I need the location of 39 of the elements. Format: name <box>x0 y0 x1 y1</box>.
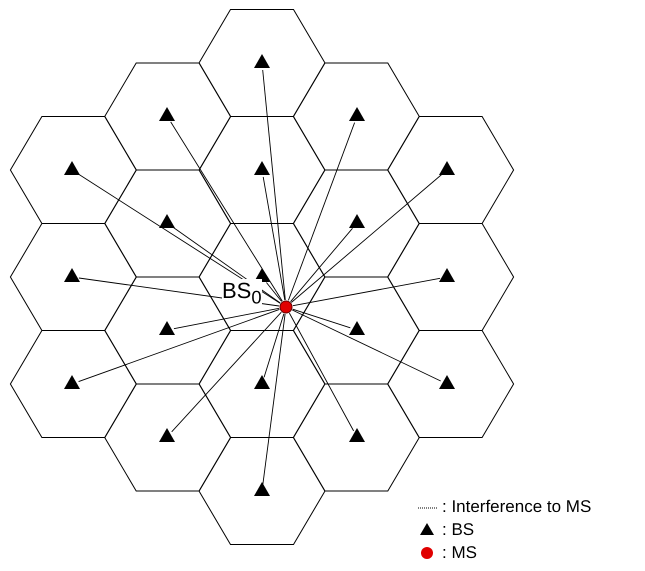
base-station-triangle <box>159 214 175 228</box>
interference-line <box>262 70 286 300</box>
base-station-triangle <box>439 161 455 175</box>
base-station-triangle <box>254 54 270 68</box>
base-station-triangle <box>254 482 270 496</box>
interference-line <box>292 308 351 328</box>
interference-line <box>290 174 442 303</box>
interference-line <box>266 282 282 302</box>
mobile-station-dot <box>279 300 293 314</box>
interference-line <box>171 312 282 432</box>
base-station-triangle <box>349 107 365 121</box>
interference-line <box>170 121 283 302</box>
base-station-triangle <box>159 321 175 335</box>
interference-line <box>77 173 281 304</box>
interference-line <box>264 313 284 378</box>
interference-line <box>262 313 286 485</box>
interference-line <box>173 308 280 330</box>
interference-line <box>292 310 442 382</box>
base-station-triangle <box>439 375 455 389</box>
base-station-triangle <box>349 214 365 228</box>
base-station-triangle <box>64 268 80 282</box>
base-station-triangle <box>349 321 365 335</box>
interference-line <box>78 308 280 382</box>
interference-line <box>288 312 354 432</box>
base-station-triangle <box>439 268 455 282</box>
legend-text: : BS <box>442 520 474 540</box>
base-station-triangle <box>64 161 80 175</box>
base-station-triangle <box>159 428 175 442</box>
legend-text: : Interference to MS <box>442 497 592 517</box>
interference-line <box>288 122 356 301</box>
base-station-triangle <box>159 107 175 121</box>
interference-line <box>290 228 353 302</box>
base-station-triangle <box>254 375 270 389</box>
base-station-triangle <box>349 428 365 442</box>
base-station-triangle <box>64 375 80 389</box>
interference-line <box>262 176 286 301</box>
legend-text: : MS <box>442 543 477 563</box>
base-station-triangle <box>254 161 270 175</box>
interference-line <box>292 278 441 306</box>
